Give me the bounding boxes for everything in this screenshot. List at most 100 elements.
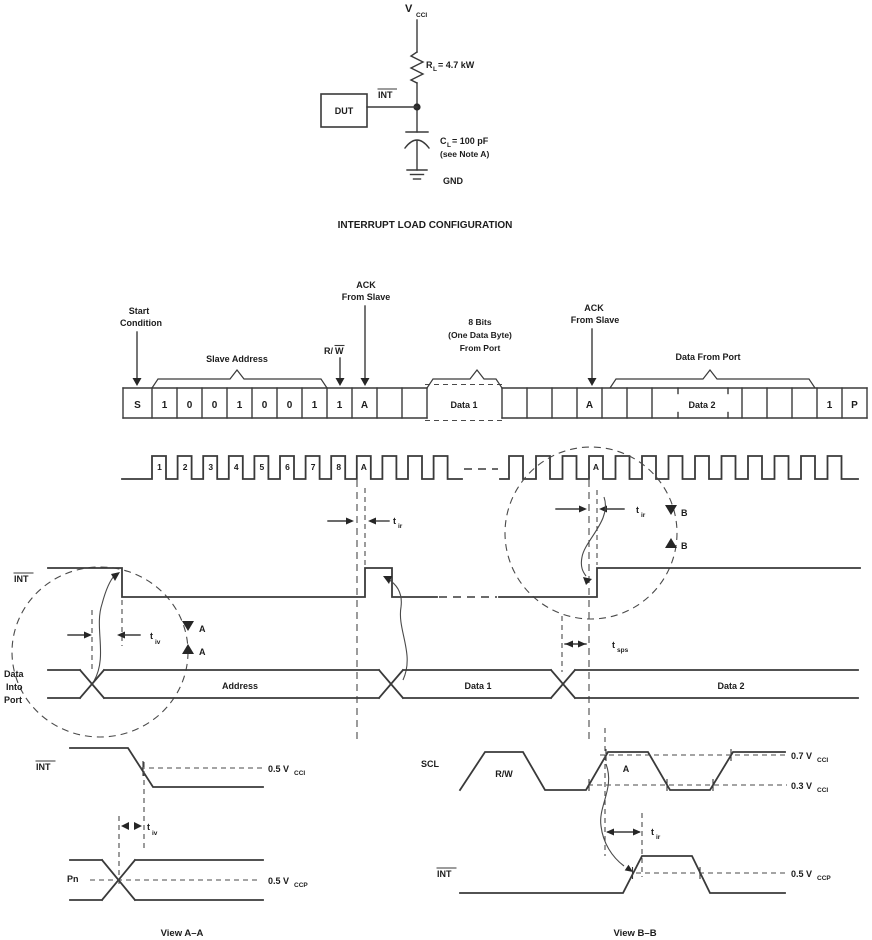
cut-b-up-arrow	[665, 538, 677, 548]
bit-cell-a4: 0	[212, 400, 218, 411]
cause-arrow-3	[580, 496, 606, 577]
clock-segment-1	[121, 455, 463, 480]
bit-cell-a3: 1	[237, 400, 243, 411]
view-b-05vccp-label: 0.5 V	[791, 869, 812, 879]
cap-sub-label: L	[447, 142, 451, 149]
cut-a-down-arrow	[182, 621, 194, 631]
view-b-caption: View B–B	[613, 928, 656, 939]
bit-cell-a0: 1	[312, 400, 318, 411]
t-sps-annotation: t sps	[564, 640, 629, 654]
data-from-port-label: Data From Port	[675, 352, 740, 362]
view-b-cause-arrow	[600, 763, 625, 867]
view-b-scl-label: SCL	[421, 759, 440, 769]
view-b-detail-circle	[504, 446, 678, 620]
data-byte-line2: (One Data Byte)	[448, 330, 512, 340]
rw-annotation: R/ W	[324, 344, 345, 386]
ack2-line2: From Slave	[571, 315, 620, 325]
view-b-03vcci-sub: CCI	[817, 787, 828, 794]
view-b-scl-trace	[458, 751, 786, 792]
bit-cell-ack2: A	[586, 400, 593, 411]
view-b-03vcci-label: 0.3 V	[791, 781, 812, 791]
view-a-pn-label: Pn	[67, 874, 79, 884]
data-from-port-brace	[609, 369, 816, 389]
view-b-07vcci-sub: CCI	[817, 757, 828, 764]
view-b-int-label: INT	[437, 869, 452, 879]
view-b-05vccp-sub: CCP	[817, 875, 831, 882]
circuit-caption: INTERRUPT LOAD CONFIGURATION	[338, 220, 513, 231]
ack1-arrowhead	[360, 378, 370, 386]
ack1-annotation: ACK From Slave	[342, 280, 391, 386]
cut-b-label-1: B	[681, 508, 688, 518]
t-iv-main: t	[150, 631, 153, 641]
bit-cell-last1: 1	[827, 400, 833, 411]
view-b-tir-main: t	[651, 827, 654, 837]
resistor-value: = 4.7 kW	[438, 60, 475, 70]
cause-arrow-1	[93, 574, 116, 682]
view-b-ack-label: A	[623, 764, 630, 774]
cut-b-down-arrow	[665, 505, 677, 515]
int-trace-right	[498, 567, 861, 598]
rw-w-label: W	[335, 346, 344, 356]
bit-cell-stop: P	[851, 400, 858, 411]
clock-number-7: 7	[311, 462, 316, 472]
view-a-int-label: INT	[36, 762, 51, 772]
start-condition-annotation: Start Condition	[120, 306, 162, 386]
bitstream-row: S 1 0 0 1 0 0 1 1 A Data 1 A Data 2 1 P …	[120, 280, 868, 422]
vcc-sub-label: CCI	[416, 12, 427, 19]
clock-segment-2	[499, 455, 859, 480]
clock-number-8: 8	[336, 462, 341, 472]
data-byte-brace	[426, 369, 503, 389]
int-waveform: INT	[13, 567, 861, 598]
cause-arrow-1-head	[111, 572, 120, 581]
view-b-scl-ticks	[588, 749, 732, 791]
int-label: INT	[14, 574, 29, 584]
view-b-int-ticks	[631, 867, 701, 879]
view-b-rw-label: R/W	[495, 769, 513, 779]
view-b-tir-arrow	[606, 828, 641, 836]
t-ir-2-sub: ir	[641, 512, 646, 519]
cause-arrow-2	[387, 578, 408, 681]
cause-arrow-2-head	[383, 576, 392, 584]
view-a-05vcci-sub: CCI	[294, 770, 305, 777]
bus-data1-label: Data 1	[464, 681, 491, 691]
clock-pulse-numbers: 1 2 3 4 5 6 7 8 A A	[157, 462, 599, 472]
clock-number-3: 3	[208, 462, 213, 472]
dut-label: DUT	[335, 106, 354, 116]
t-ir-2-main: t	[636, 505, 639, 515]
start-condition-line2: Condition	[120, 318, 162, 328]
vcc-label: V	[405, 3, 413, 15]
view-b-int-trace	[459, 855, 786, 894]
bit-cell-a1: 0	[287, 400, 293, 411]
port-label-line3: Port	[4, 695, 22, 705]
dut-box	[320, 93, 368, 128]
view-a-a: INT 0.5 V CCI t iv Pn 0.5 V CCP View A–A	[35, 747, 308, 939]
ack1-line1: ACK	[356, 280, 376, 290]
clock-number-4: 4	[234, 462, 239, 472]
cut-a-up-arrow	[182, 644, 194, 654]
bit-cell-data1: Data 1	[450, 400, 477, 410]
ack2-arrowhead	[587, 378, 597, 386]
view-a-tiv-sub: iv	[152, 830, 158, 837]
view-a-05vccp-label: 0.5 V	[268, 876, 289, 886]
view-a-caption: View A–A	[161, 928, 204, 939]
bit-cell-a2: 0	[262, 400, 268, 411]
view-b-tir-sub: ir	[656, 834, 661, 841]
int-net-label: INT	[378, 90, 393, 100]
gnd-label: GND	[443, 176, 464, 186]
t-ir-1-sub: ir	[398, 523, 403, 530]
cut-b-markers: B B	[665, 505, 688, 551]
resistor-sub-label: L	[433, 66, 437, 73]
t-sps-sub: sps	[617, 647, 629, 654]
t-ir-annotation-2: t ir	[555, 505, 646, 519]
ack1-line2: From Slave	[342, 292, 391, 302]
data-into-port-bus: Data Into Port Address Data 1 Data 2	[4, 668, 859, 705]
view-b-cause-arrow-head	[624, 864, 633, 872]
bit-cell-start: S	[134, 400, 141, 411]
capacitor-bottom-plate	[404, 139, 430, 149]
ground-symbol	[406, 169, 428, 180]
slave-address-label: Slave Address	[206, 354, 268, 364]
bit-cell-data2: Data 2	[688, 400, 715, 410]
clock-number-2: 2	[183, 462, 188, 472]
